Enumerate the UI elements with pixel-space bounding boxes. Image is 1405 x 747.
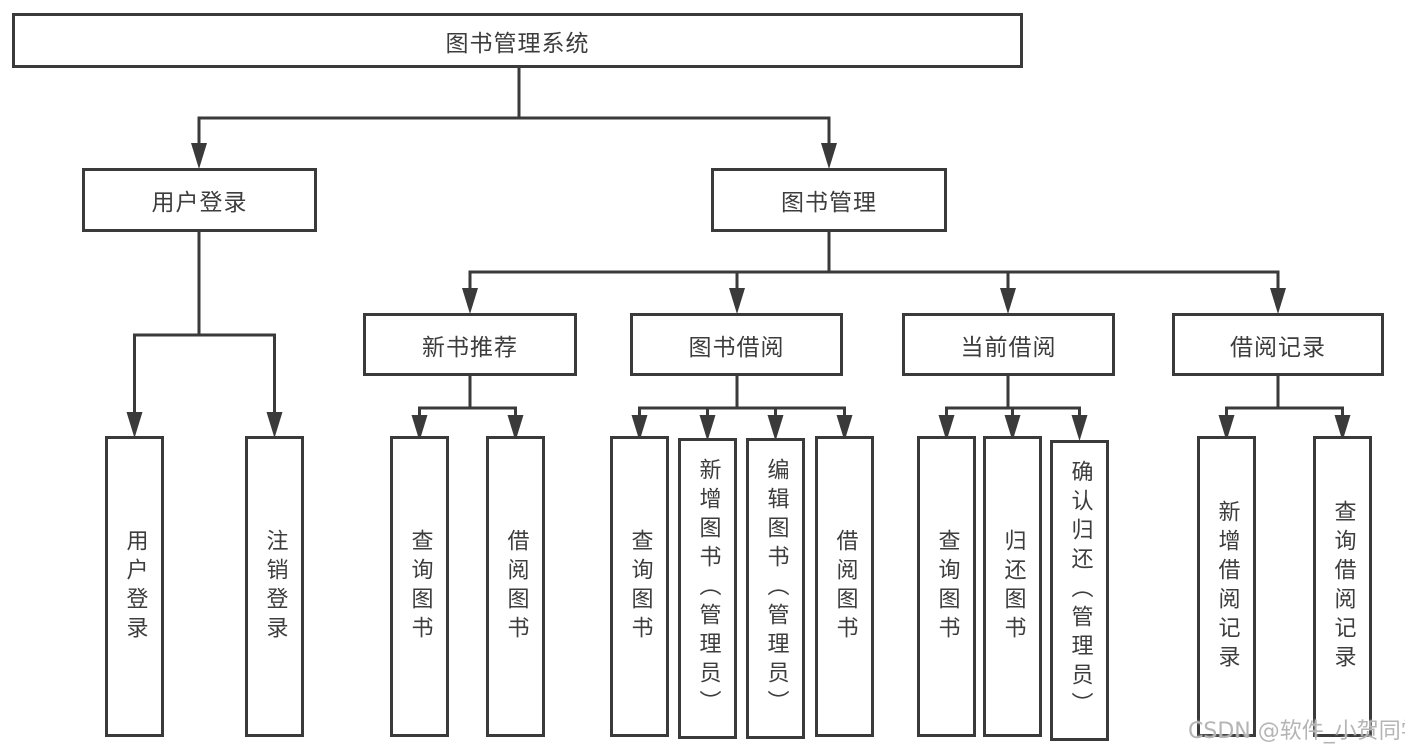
node-book-borrow-label: 图书借阅: [688, 334, 785, 361]
leaf-query-borrow-record-label: 查询借阅记录: [1330, 499, 1356, 674]
connector-root-to-level2: [191, 68, 837, 169]
connector-borrow-record-children: [1218, 376, 1351, 441]
leaf-logout-label: 注销登录: [262, 528, 288, 645]
leaf-logout: 注销登录: [245, 436, 304, 737]
leaf-add-borrow-record-label: 新增借阅记录: [1214, 499, 1240, 674]
leaf-query-book-borrow: 查询图书: [610, 436, 669, 737]
node-book-mgmt-label: 图书管理: [781, 190, 877, 216]
leaf-query-book-borrow-label: 查询图书: [627, 528, 653, 645]
node-root-label: 图书管理系统: [445, 30, 590, 57]
leaf-query-book-rec: 查询图书: [390, 436, 449, 737]
node-book-borrow: 图书借阅: [630, 313, 843, 376]
leaf-borrow-book-rec: 借阅图书: [486, 436, 545, 737]
connector-user-login-children: [126, 232, 283, 438]
leaf-return-book-label: 归还图书: [1000, 528, 1026, 645]
leaf-borrow-book-rec-label: 借阅图书: [503, 528, 529, 645]
node-borrow-record-label: 借阅记录: [1230, 334, 1326, 361]
leaf-borrow-book-borrow-label: 借阅图书: [832, 528, 858, 645]
leaf-query-book-current: 查询图书: [917, 436, 976, 737]
leaf-query-book-current-label: 查询图书: [934, 528, 960, 645]
node-root: 图书管理系统: [12, 13, 1023, 68]
csdn-watermark: CSDN @软件_小贺同学: [1188, 719, 1405, 744]
node-new-book-rec-label: 新书推荐: [422, 334, 518, 361]
leaf-add-book-admin-label: 新增图书（管理员）: [695, 458, 721, 719]
connector-book-mgmt-to-level3: [462, 232, 1286, 314]
leaf-confirm-return-admin-label: 确认归还（管理员）: [1067, 460, 1093, 721]
node-user-login-label: 用户登录: [151, 190, 248, 216]
leaf-query-borrow-record: 查询借阅记录: [1313, 436, 1372, 737]
node-user-login: 用户登录: [82, 168, 317, 232]
leaf-borrow-book-borrow: 借阅图书: [815, 436, 874, 737]
connector-current-borrow-children: [938, 376, 1088, 441]
connector-new-book-rec-children: [411, 376, 524, 441]
leaf-user-login-label: 用户登录: [122, 528, 148, 645]
node-current-borrow: 当前借阅: [902, 313, 1115, 376]
leaf-add-borrow-record: 新增借阅记录: [1197, 436, 1256, 737]
leaf-return-book: 归还图书: [983, 436, 1042, 737]
node-book-mgmt: 图书管理: [711, 168, 947, 232]
leaf-add-book-admin: 新增图书（管理员）: [678, 438, 737, 739]
leaf-confirm-return-admin: 确认归还（管理员）: [1050, 440, 1109, 741]
node-borrow-record: 借阅记录: [1172, 313, 1384, 376]
node-new-book-rec: 新书推荐: [363, 313, 577, 376]
leaf-user-login: 用户登录: [105, 436, 164, 737]
leaf-edit-book-admin: 编辑图书（管理员）: [746, 438, 805, 739]
leaf-query-book-rec-label: 查询图书: [407, 528, 433, 645]
node-current-borrow-label: 当前借阅: [960, 334, 1057, 361]
leaf-edit-book-admin-label: 编辑图书（管理员）: [763, 458, 789, 719]
connector-book-borrow-children: [631, 376, 853, 441]
